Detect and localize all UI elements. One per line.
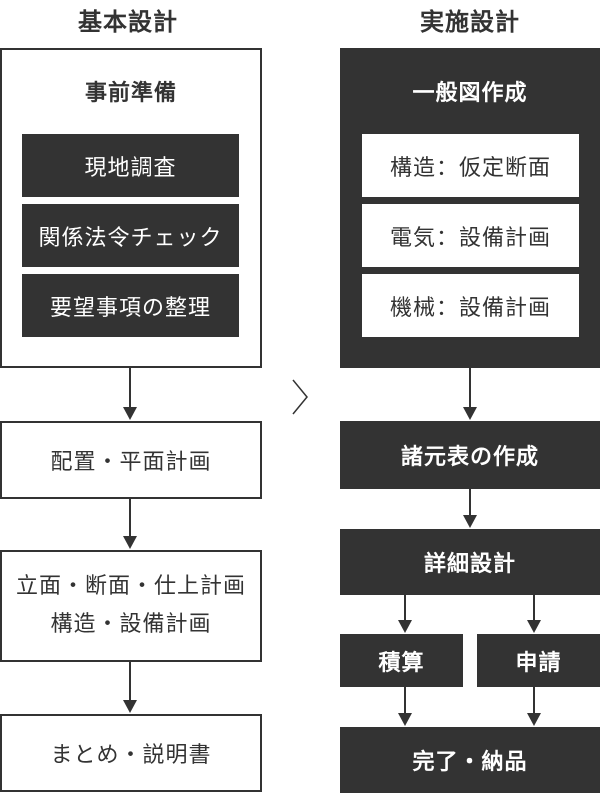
- plan-item-electrical: 電気：設備計画: [362, 204, 579, 267]
- arrowhead-icon: [123, 536, 137, 549]
- arrowhead-icon: [463, 515, 477, 528]
- step-estimate: 積算: [340, 634, 463, 687]
- plan-item-structure: 構造：仮定断面: [362, 134, 579, 197]
- arrowhead-icon: [398, 620, 412, 633]
- arrowhead-icon: [123, 407, 137, 420]
- step-detail-design: 詳細設計: [340, 529, 600, 595]
- arrowhead-icon: [463, 407, 477, 420]
- plan-item-mechanical: 機械：設備計画: [362, 274, 579, 337]
- step-delivery: 完了・納品: [340, 727, 600, 793]
- arrowhead-icon: [527, 713, 541, 726]
- step-elevation-line-1: 立面・断面・仕上計画: [15, 574, 246, 599]
- prep-item-requirements: 要望事項の整理: [22, 274, 239, 337]
- step-application: 申請: [477, 634, 600, 687]
- arrowhead-icon: [123, 700, 137, 713]
- detailed-design-heading: 実施設計: [420, 8, 520, 36]
- prep-item-site-survey: 現地調査: [22, 134, 239, 197]
- arrowhead-icon: [527, 620, 541, 633]
- general-drawing-group-title: 一般図作成: [412, 81, 528, 106]
- prep-item-law-check: 関係法令チェック: [22, 204, 239, 267]
- chevron-right-icon: [292, 379, 308, 415]
- basic-design-heading: 基本設計: [78, 8, 178, 36]
- step-layout-planning: 配置・平面計画: [0, 421, 262, 499]
- step-elevation-line-2: 構造・設備計画: [50, 612, 212, 637]
- step-specification-table: 諸元表の作成: [340, 421, 600, 489]
- step-elevation-planning: 立面・断面・仕上計画 構造・設備計画: [0, 550, 262, 662]
- arrowhead-icon: [398, 713, 412, 726]
- preparation-group-title: 事前準備: [84, 81, 177, 106]
- step-summary: まとめ・説明書: [0, 714, 262, 792]
